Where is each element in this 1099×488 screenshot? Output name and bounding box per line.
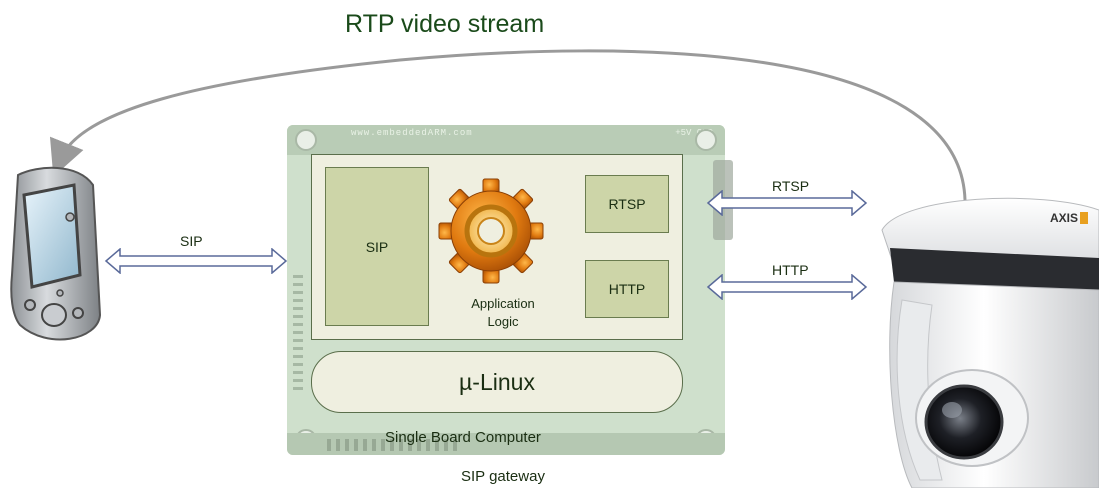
- gear-icon: [438, 178, 544, 284]
- mobile-phone-icon: [10, 166, 102, 341]
- sip-link-label: SIP: [180, 233, 203, 249]
- board-silkscreen: www.embeddedARM.com: [351, 128, 473, 138]
- http-link-arrow: [706, 274, 868, 300]
- camera-brand: AXIS: [1050, 211, 1078, 225]
- http-link-label: HTTP: [772, 262, 809, 278]
- sip-link-arrow: [104, 248, 288, 274]
- rtsp-module: RTSP: [585, 175, 669, 233]
- sip-module: SIP: [325, 167, 429, 326]
- board-silkscreen-right: +5V GND: [675, 128, 713, 138]
- gateway-caption: SIP gateway: [461, 468, 545, 485]
- rtp-arc: [50, 49, 967, 201]
- rtsp-link-arrow: [706, 190, 868, 216]
- linux-layer: µ-Linux: [311, 351, 683, 413]
- board-caption: Single Board Computer: [385, 429, 541, 446]
- application-logic-line: Application: [471, 296, 535, 311]
- stream-title: RTP video stream: [345, 10, 545, 38]
- application-logic-line: Logic: [487, 314, 519, 329]
- http-module: HTTP: [585, 260, 669, 318]
- rtsp-link-label: RTSP: [772, 178, 810, 194]
- ip-camera-icon: AXIS: [881, 197, 1099, 488]
